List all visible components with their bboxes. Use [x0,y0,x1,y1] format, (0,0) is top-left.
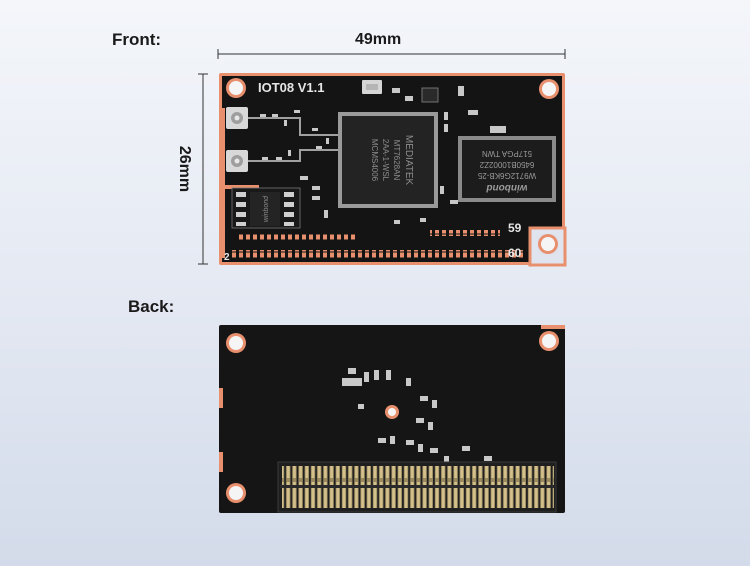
back-label: Back: [128,297,175,316]
soc-code-text: MCMS4006 [370,139,379,182]
antenna-connector [226,150,248,172]
width-dimension-label: 49mm [355,31,402,48]
soc-part-text: MT7628AN [392,140,401,181]
flash-chip: winbond [231,187,301,229]
pin-60-label: 60 [508,246,522,260]
front-label: Front: [112,30,162,49]
pin-header-connector [277,461,557,513]
flash-brand-text: winbond [263,195,270,222]
pin-2-label: 2 [224,252,230,263]
memory-part-text: W9712G6KB-25 [477,171,536,180]
memory-date-text: 517PGA TWN [482,149,532,158]
soc-chip: MEDIATEK MT7628AN 2AA-1-WSL MCMS4006 [338,112,438,208]
back-board [219,325,565,513]
front-board: IOT08 V1.1 MEDIATEK MT7628AN 2AA-1-WSL M… [219,73,567,267]
pin-59-label: 59 [508,221,522,235]
memory-brand-text: winbond [486,182,528,193]
width-dimension-line [217,49,566,59]
height-dimension-line [198,73,208,265]
board-model-text: IOT08 V1.1 [258,80,324,95]
memory-chip: winbond W9712G6KB-25 6450B10002Z2 517PGA… [458,136,556,202]
soc-lot-text: 2AA-1-WSL [381,139,390,182]
antenna-connector [226,107,248,129]
memory-lot-text: 6450B10002Z2 [479,160,534,169]
soc-brand-text: MEDIATEK [403,135,414,186]
